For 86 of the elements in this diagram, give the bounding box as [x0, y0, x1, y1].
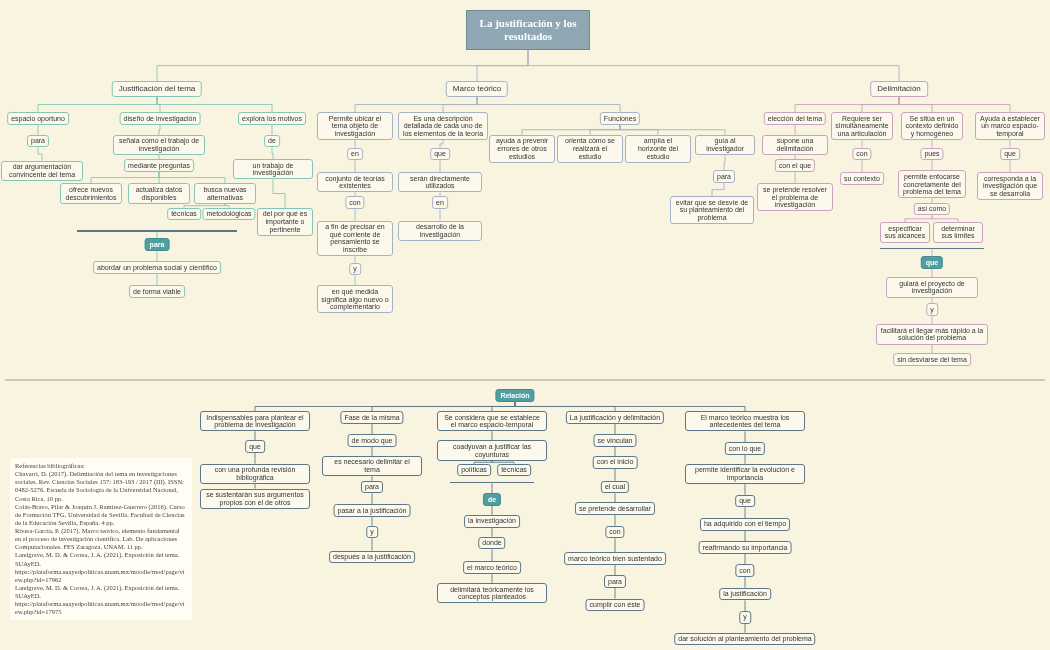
connector-line	[254, 483, 256, 489]
connector-line	[491, 527, 493, 537]
connector-line	[254, 452, 256, 465]
connector-line	[491, 430, 493, 441]
connector-line	[354, 274, 356, 286]
connector-line	[744, 454, 746, 465]
connector-line	[744, 483, 746, 496]
connector-line	[614, 564, 616, 576]
connector-line	[861, 159, 863, 173]
connector-line	[371, 516, 373, 527]
connector-line	[931, 139, 933, 149]
connector-line	[439, 208, 441, 222]
connector-line	[1009, 159, 1011, 173]
connector-line	[794, 171, 796, 184]
topic-box: Delimitación	[870, 81, 928, 98]
connector-line	[272, 178, 286, 209]
connector-line	[744, 430, 746, 443]
connector-line	[931, 315, 933, 325]
connector-line	[491, 483, 493, 494]
connector-line	[931, 215, 959, 223]
connector-line	[931, 268, 933, 278]
connector-line	[158, 171, 226, 184]
connector-line	[439, 191, 441, 197]
connector-line	[527, 49, 900, 82]
connector-line	[371, 446, 373, 457]
connector-line	[354, 191, 356, 197]
connector-line	[711, 182, 725, 197]
connector-line	[158, 124, 161, 136]
connector-line	[156, 250, 158, 262]
connector-line	[744, 623, 746, 634]
connector-line	[614, 468, 616, 482]
connector-line	[744, 599, 746, 612]
connector-line	[614, 537, 616, 553]
connector-line	[271, 146, 274, 160]
topic-box: Justificación del tema	[111, 81, 203, 98]
connector-line	[371, 493, 373, 505]
connector-line	[183, 203, 226, 209]
connector-line	[898, 96, 1011, 113]
connector-line	[723, 154, 726, 171]
connector-line	[254, 430, 256, 441]
connector-line	[904, 215, 933, 223]
connector-line	[931, 344, 933, 354]
connector-line	[619, 124, 726, 136]
connector-line	[491, 573, 493, 584]
connector-line	[491, 548, 493, 562]
connector-line	[491, 505, 493, 516]
connector-line	[371, 537, 373, 551]
connector-line	[744, 530, 746, 542]
connector-line	[354, 159, 356, 173]
connector-line	[439, 159, 441, 173]
connector-line	[354, 208, 356, 222]
connector-line	[614, 587, 616, 599]
connector-line	[614, 446, 616, 457]
connector-line	[37, 146, 43, 162]
topic-box: Marco teórico	[445, 81, 509, 98]
connector-line	[931, 159, 933, 171]
connector-line	[354, 139, 356, 149]
connector-line	[371, 423, 373, 435]
connector-line	[439, 139, 444, 149]
connector-line	[158, 154, 160, 160]
connector-line	[476, 96, 621, 113]
connector-line	[354, 255, 356, 264]
connector-line	[744, 553, 746, 565]
connector-line	[156, 273, 158, 286]
connector-line	[271, 124, 273, 136]
connector-line	[37, 124, 39, 136]
connector-line	[931, 248, 933, 257]
connector-line	[931, 297, 933, 304]
connector-line	[491, 460, 515, 465]
connector-line	[861, 139, 863, 149]
connector-line	[156, 231, 158, 239]
connector-line	[744, 576, 746, 589]
connector-line	[514, 401, 746, 412]
connector-line	[614, 514, 616, 527]
connector-line	[614, 493, 616, 503]
connector-line	[371, 475, 373, 482]
connector-line	[1009, 139, 1011, 149]
connector-line	[794, 124, 796, 136]
connector-line	[614, 423, 616, 435]
connector-line	[794, 154, 796, 160]
connector-line	[473, 460, 493, 465]
connector-line	[156, 96, 273, 113]
connector-line	[744, 506, 746, 519]
connector-line	[931, 198, 933, 204]
connector-line	[224, 203, 230, 209]
central-topic-box: La justificación y los resultados	[466, 10, 590, 50]
